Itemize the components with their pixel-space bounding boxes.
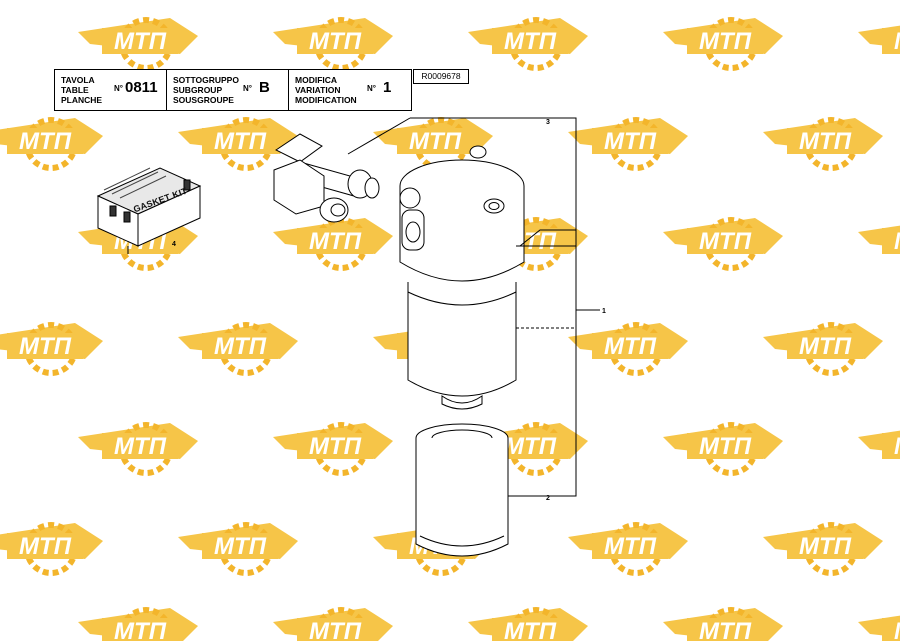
watermark-text: МТП [699, 28, 752, 55]
watermark-text: МТП [699, 228, 752, 255]
modification-no-label: N° [367, 84, 376, 93]
watermark-text: МТП [114, 618, 167, 641]
watermark-text: МТП [504, 433, 557, 460]
filter-bowl[interactable] [407, 282, 517, 410]
table-cell: TAVOLA TABLE PLANCHE N° 0811 [55, 70, 167, 110]
watermark-text: МТП [799, 333, 852, 360]
filter-element[interactable] [415, 423, 509, 557]
watermark-logo: МТП [178, 323, 298, 373]
watermark-logo: МТП [0, 323, 103, 373]
callout-3: 3 [546, 119, 550, 126]
watermark-logo: МТП [763, 523, 883, 573]
watermark-logo: МТП [663, 423, 783, 473]
callout-2: 2 [546, 495, 550, 502]
watermark-logo: МТП [0, 523, 103, 573]
watermark-logo: МТП [273, 608, 393, 641]
watermark-text: МТП [894, 228, 900, 255]
title-block: TAVOLA TABLE PLANCHE N° 0811 SOTTOGRUPPO… [54, 69, 412, 111]
watermark-text: МТП [894, 433, 900, 460]
watermark-logo: МТП [468, 423, 588, 473]
callout-1: 1 [602, 308, 606, 315]
watermark-logo: МТП [78, 423, 198, 473]
watermark-logo: МТП [78, 18, 198, 68]
watermark-text: МТП [114, 28, 167, 55]
watermark-text: МТП [604, 333, 657, 360]
watermark-text: МТП [699, 618, 752, 641]
table-labels: TAVOLA TABLE PLANCHE [61, 75, 103, 105]
watermark-text: МТП [894, 618, 900, 641]
table-no-label: N° [114, 84, 123, 93]
watermark-text: МТП [409, 128, 462, 155]
subgroup-labels: SOTTOGRUPPO SUBGROUP SOUSGROUPE [173, 75, 239, 105]
watermark-logo: МТП [468, 608, 588, 641]
watermark-text: МТП [504, 28, 557, 55]
watermark-logo: МТП [568, 323, 688, 373]
subgroup-no-label: N° [243, 84, 252, 93]
watermark-text: МТП [504, 618, 557, 641]
watermark-logo: МТП [763, 323, 883, 373]
watermark-logo: МТП [178, 118, 298, 168]
watermark-text: МТП [19, 128, 72, 155]
watermark-text: МТП [214, 533, 267, 560]
watermark-logo: МТП [78, 608, 198, 641]
watermark-text: МТП [114, 433, 167, 460]
watermark-text: МТП [214, 333, 267, 360]
watermark-text: МТП [309, 433, 362, 460]
callout-4: 4 [172, 241, 176, 248]
watermark-logo: МТП [663, 218, 783, 268]
watermark-logo: МТП [273, 218, 393, 268]
elbow-fitting[interactable] [273, 133, 380, 223]
watermark-text: МТП [309, 618, 362, 641]
watermark-logo: МТП [568, 523, 688, 573]
watermark-text: МТП [894, 28, 900, 55]
callout-brackets [410, 117, 600, 497]
watermark-text: МТП [309, 28, 362, 55]
watermark-logo: МТП [763, 118, 883, 168]
watermark-text: МТП [699, 433, 752, 460]
gasket-kit-box[interactable] [96, 167, 202, 254]
watermark-text: МТП [604, 533, 657, 560]
watermark-logo: МТП [373, 118, 493, 168]
watermark-logo: МТП [663, 608, 783, 641]
table-number: 0811 [125, 79, 158, 96]
watermark-logo: МТП [0, 118, 103, 168]
watermark-text: МТП [604, 128, 657, 155]
watermark-text: МТП [19, 533, 72, 560]
watermark-text: МТП [19, 333, 72, 360]
watermark-logo: МТП [468, 18, 588, 68]
modification-number: 1 [383, 79, 392, 96]
watermark-logo: МТП [858, 218, 900, 268]
watermark-logo: МТП [568, 118, 688, 168]
watermark-logo: МТП [178, 523, 298, 573]
reference-code: R0009678 [413, 69, 469, 84]
watermark-logo: МТП [858, 608, 900, 641]
filter-head[interactable] [399, 145, 525, 282]
subgroup-letter: B [259, 79, 270, 96]
watermark-text: МТП [799, 128, 852, 155]
watermark-text: МТП [309, 228, 362, 255]
modification-cell: MODIFICA VARIATION MODIFICATION N° 1 [289, 70, 411, 110]
watermark-text: МТП [799, 533, 852, 560]
watermark-logo: МТП [273, 423, 393, 473]
watermark-logo: МТП [858, 423, 900, 473]
watermark-text: МТП [214, 128, 267, 155]
watermark-logo: МТП [858, 18, 900, 68]
subgroup-cell: SOTTOGRUPPO SUBGROUP SOUSGROUPE N° B [167, 70, 289, 110]
watermark-logo: МТП [273, 18, 393, 68]
modification-labels: MODIFICA VARIATION MODIFICATION [295, 75, 357, 105]
watermark-logo: МТП [663, 18, 783, 68]
leader-line-elbow [347, 117, 411, 155]
